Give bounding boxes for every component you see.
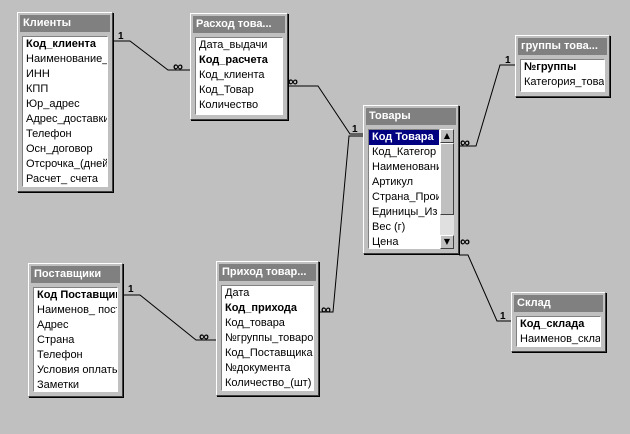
field-item[interactable]: №группы_товаро	[225, 332, 313, 344]
table-title[interactable]: Склад	[514, 295, 603, 312]
vertical-scrollbar[interactable]: ▲ ▼	[440, 129, 454, 249]
field-list[interactable]: Код Товара Код_Категор Наименовани Артик…	[368, 129, 440, 249]
cardinality-one: 1	[118, 31, 124, 42]
field-item[interactable]: Страна	[37, 334, 75, 346]
field-item[interactable]: Код_прихода	[225, 302, 298, 314]
field-list[interactable]: Код Поставщика Наименов_ поста Адрес Стр…	[33, 287, 118, 392]
table-expense[interactable]: Расход това... Дата_выдачи Код_расчета К…	[190, 13, 288, 120]
field-item[interactable]: Адрес_доставки	[26, 113, 107, 125]
relationship-line-suppliers-income[interactable]	[122, 294, 218, 341]
relationship-line-goods-groups[interactable]	[459, 64, 518, 147]
table-title[interactable]: Товары	[366, 108, 456, 125]
field-item[interactable]: Код_склада	[520, 318, 585, 330]
field-item[interactable]: Заметки	[37, 379, 80, 391]
field-item[interactable]: Наименовани	[372, 161, 439, 173]
cardinality-many: ∞	[460, 233, 470, 249]
field-item[interactable]: Наименование_к	[26, 53, 107, 65]
cardinality-many: ∞	[199, 328, 209, 344]
field-item[interactable]: Код_расчета	[199, 54, 268, 66]
field-list[interactable]: №группы Категория_това	[520, 59, 605, 92]
field-item[interactable]: №группы	[524, 61, 577, 73]
table-title[interactable]: Расход това...	[193, 16, 285, 33]
field-item[interactable]: Единицы_Из	[372, 206, 438, 218]
field-list[interactable]: Код_клиента Наименование_к ИНН КПП Юр_ад…	[22, 36, 108, 187]
field-item[interactable]: Юр_адрес	[26, 98, 80, 110]
field-item[interactable]: Код_Категор	[372, 146, 437, 158]
field-item[interactable]: Телефон	[37, 349, 83, 361]
field-item-selected[interactable]: Код Товара	[369, 130, 439, 145]
table-suppliers[interactable]: Поставщики Код Поставщика Наименов_ пост…	[28, 263, 123, 397]
cardinality-many: ∞	[288, 73, 298, 89]
table-groups[interactable]: группы това... №группы Категория_това	[515, 35, 610, 97]
relationship-line-clients-expense[interactable]	[112, 40, 193, 71]
relationship-line-goods-expense[interactable]	[288, 85, 366, 135]
field-item[interactable]: Код_товара	[225, 317, 285, 329]
field-item[interactable]: Наименов_ поста	[37, 304, 117, 316]
cardinality-many: ∞	[173, 58, 183, 74]
field-item[interactable]: Расчет_ счета	[26, 173, 99, 185]
cardinality-one: 1	[505, 55, 511, 66]
cardinality-one: 1	[128, 284, 134, 295]
table-warehouse[interactable]: Склад Код_склада Наименов_склад	[511, 292, 606, 352]
scroll-down-arrow-icon[interactable]: ▼	[440, 235, 454, 249]
field-item[interactable]: Код_Товар	[199, 84, 254, 96]
table-title[interactable]: Поставщики	[31, 266, 120, 283]
field-list[interactable]: Дата Код_прихода Код_товара №группы_това…	[221, 285, 314, 391]
field-item[interactable]: Телефон	[26, 128, 72, 140]
table-goods[interactable]: Товары Код Товара Код_Категор Наименован…	[363, 105, 459, 254]
field-item[interactable]: Наименов_склад	[520, 333, 600, 345]
scroll-thumb[interactable]	[440, 143, 454, 215]
field-item[interactable]: Цена	[372, 236, 399, 248]
relationship-line-goods-income[interactable]	[318, 135, 366, 313]
field-item[interactable]: Количество	[199, 99, 259, 111]
field-item[interactable]: Отсрочка_(дней	[26, 158, 107, 170]
field-item[interactable]: Дата	[225, 287, 250, 299]
field-item[interactable]: Вес (г)	[372, 221, 406, 233]
table-title[interactable]: группы това...	[518, 38, 607, 55]
field-item[interactable]: Адрес	[37, 319, 69, 331]
table-clients[interactable]: Клиенты Код_клиента Наименование_к ИНН К…	[17, 12, 113, 192]
field-item[interactable]: Дата_выдачи	[199, 39, 268, 51]
field-item[interactable]: Артикул	[372, 176, 414, 188]
cardinality-one: 1	[500, 311, 506, 322]
table-title[interactable]: Клиенты	[20, 15, 110, 32]
cardinality-many: ∞	[321, 301, 331, 317]
field-item[interactable]: Условия оплаты	[37, 364, 117, 376]
field-item[interactable]: Код_Поставщика	[225, 347, 313, 359]
field-item[interactable]: Код Поставщика	[37, 289, 117, 301]
field-item[interactable]: Категория_това	[524, 76, 604, 88]
field-item[interactable]: ИНН	[26, 68, 50, 80]
field-item[interactable]: Количество_(шт)	[225, 377, 312, 389]
field-item[interactable]: №документа	[225, 362, 291, 374]
field-item[interactable]: Код_клиента	[26, 38, 97, 50]
field-item[interactable]: Осн_договор	[26, 143, 93, 155]
cardinality-many: ∞	[460, 134, 470, 150]
field-item[interactable]: КПП	[26, 83, 49, 95]
relationship-line-goods-warehouse[interactable]	[459, 254, 514, 322]
scroll-up-arrow-icon[interactable]: ▲	[440, 129, 454, 143]
field-item[interactable]: Код_клиента	[199, 69, 265, 81]
field-item[interactable]: Страна_Прои	[372, 191, 439, 203]
table-income[interactable]: Приход товар... Дата Код_прихода Код_тов…	[216, 261, 319, 396]
field-list[interactable]: Код_склада Наименов_склад	[516, 316, 601, 347]
cardinality-one: 1	[352, 124, 358, 135]
table-title[interactable]: Приход товар...	[219, 264, 316, 281]
field-list[interactable]: Дата_выдачи Код_расчета Код_клиента Код_…	[195, 37, 283, 115]
